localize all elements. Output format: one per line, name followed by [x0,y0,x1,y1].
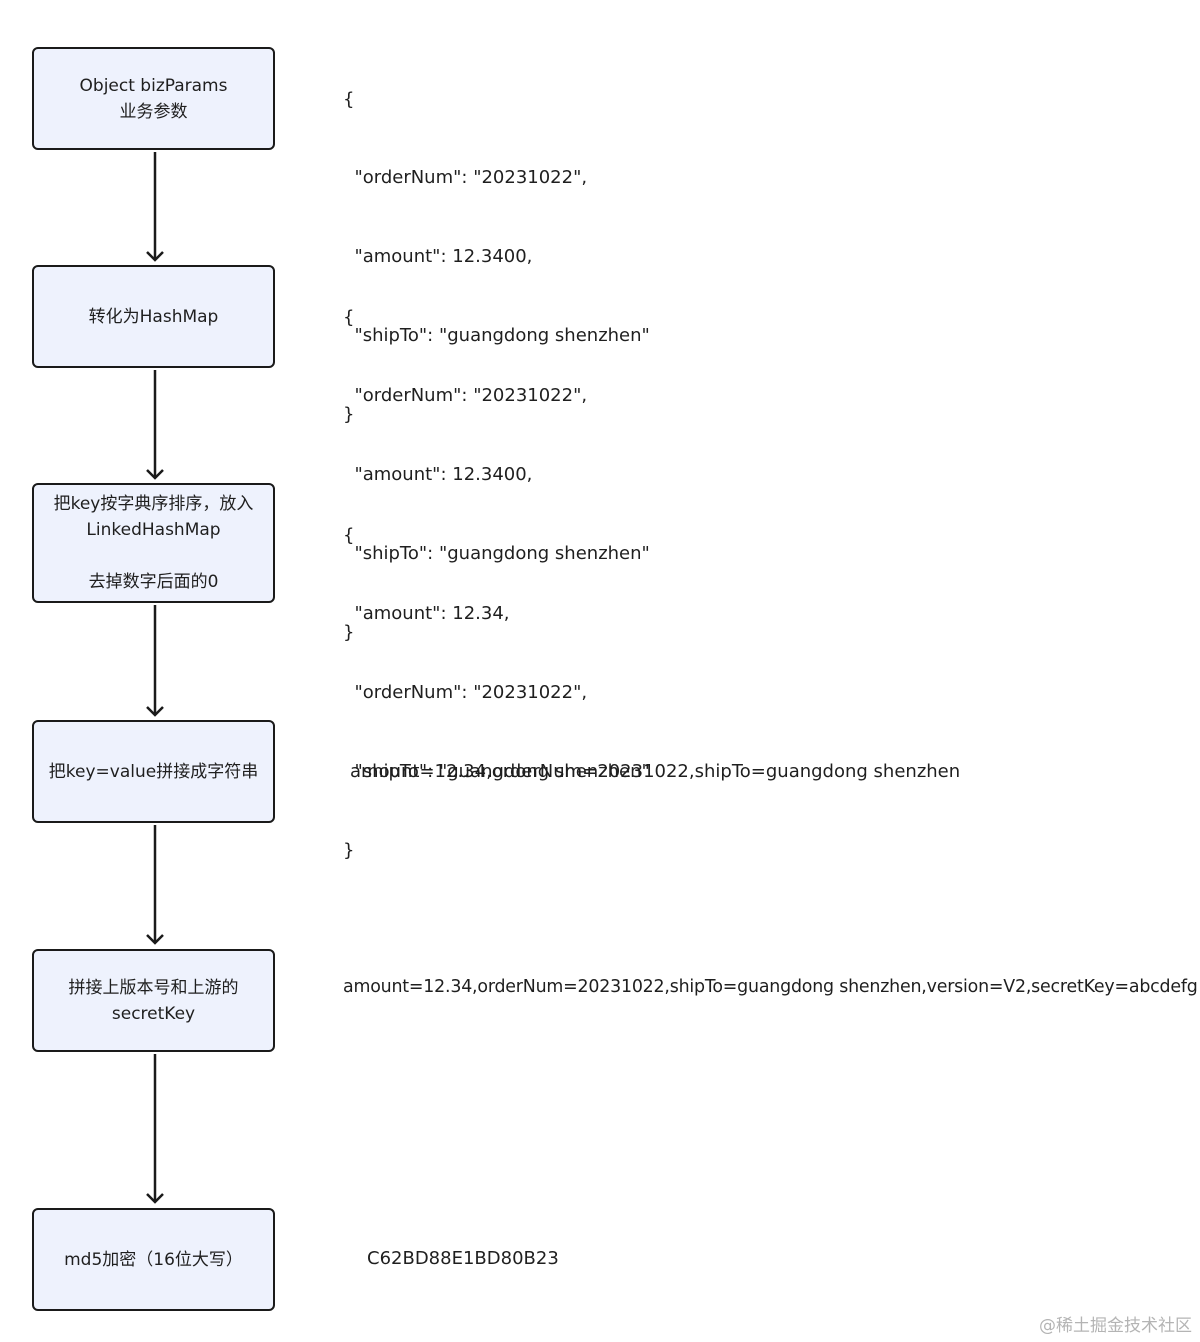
flow-arrow [145,825,165,947]
step-label: 拼接上版本号和上游的 [68,977,239,998]
step-box-join-string: 把key=value拼接成字符串 [32,720,275,823]
json-line: "shipTo": "guangdong shenzhen" [343,761,650,783]
flow-arrow [145,152,165,264]
json-line: } [343,622,355,644]
step-label: Object bizParams [79,75,228,96]
json-line: "amount": 12.3400, [343,246,533,268]
json-line: } [343,404,355,426]
json-line: { [343,524,355,546]
json-line: "amount": 12.3400, [343,464,533,486]
json-block-sorted: { "amount": 12.34, "orderNum": "20231022… [343,470,650,891]
md5-result: C62BD88E1BD80B23 [367,1248,559,1269]
step-box-sort-keys: 把key按字典序排序，放入 LinkedHashMap 去掉数字后面的0 [32,483,275,603]
json-line: { [343,88,355,110]
json-line: "amount": 12.34, [343,603,510,625]
json-line: "orderNum": "20231022", [343,167,588,189]
json-line: { [343,306,355,328]
step-spacer [151,543,156,569]
step-label: 把key按字典序排序，放入 [53,494,254,514]
json-line: "shipTo": "guangdong shenzhen" [343,543,650,565]
flow-arrow [145,1054,165,1206]
watermark: @稀土掘金技术社区 [1039,1316,1192,1336]
step-label: secretKey [111,1003,196,1024]
step-label: 去掉数字后面的0 [88,572,219,592]
step-label: md5加密（16位大写） [64,1249,243,1270]
flow-arrow [145,370,165,482]
flow-arrow [145,605,165,719]
json-line: "orderNum": "20231022", [343,682,588,704]
step-label: 转化为HashMap [88,306,219,327]
string-with-secret: amount=12.34,orderNum=20231022,shipTo=gu… [343,977,1198,997]
json-line: } [343,840,355,862]
step-box-append-secret: 拼接上版本号和上游的 secretKey [32,949,275,1052]
step-label: LinkedHashMap [86,520,221,540]
joined-string: amount=12.34,orderNum=20231022,shipTo=gu… [350,761,961,782]
step-box-md5: md5加密（16位大写） [32,1208,275,1311]
json-block-biz-params: { "orderNum": "20231022", "amount": 12.3… [343,34,650,455]
json-line: "orderNum": "20231022", [343,385,588,407]
step-label: 把key=value拼接成字符串 [48,761,259,782]
step-box-hashmap: 转化为HashMap [32,265,275,368]
step-box-biz-params: Object bizParams 业务参数 [32,47,275,150]
json-line: "shipTo": "guangdong shenzhen" [343,325,650,347]
step-label: 业务参数 [119,101,188,122]
json-block-hashmap: { "orderNum": "20231022", "amount": 12.3… [343,252,650,673]
